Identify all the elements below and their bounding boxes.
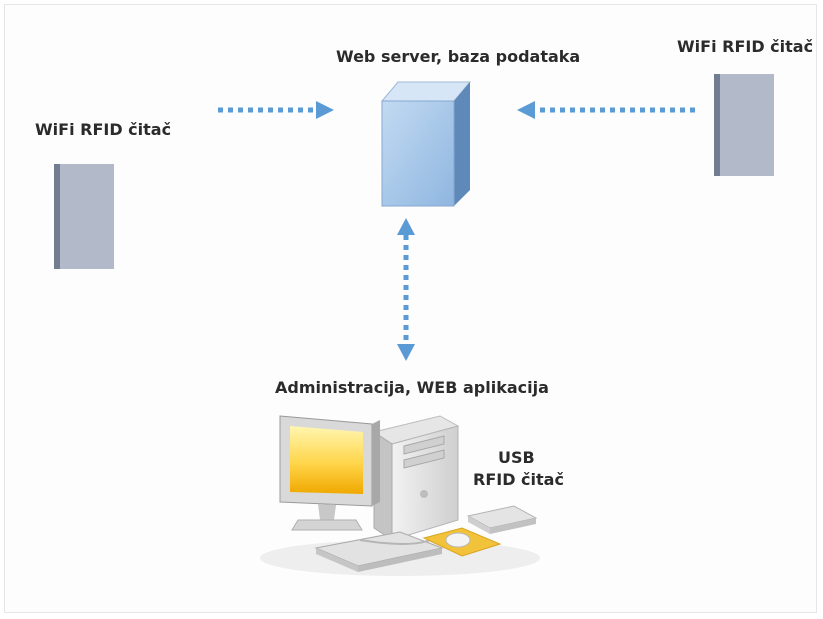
wifi-rfid-reader-right-icon	[714, 74, 774, 176]
web-server-label: Web server, baza podataka	[336, 47, 581, 66]
usb-reader-label-line1: USB	[498, 448, 535, 467]
usb-reader-label-line2: RFID čitač	[473, 470, 564, 489]
arrow-right-to-server	[517, 101, 695, 119]
arrow-left-to-server	[218, 101, 334, 119]
wifi-rfid-reader-left-icon	[54, 164, 114, 269]
admin-app-label: Administracija, WEB aplikacija	[275, 378, 549, 397]
arrow-admin-server	[397, 218, 415, 361]
wifi-reader-left-label: WiFi RFID čitač	[35, 120, 172, 139]
wifi-reader-right-label: WiFi RFID čitač	[677, 37, 814, 56]
server-icon	[380, 81, 472, 207]
computer-icon	[260, 415, 540, 576]
